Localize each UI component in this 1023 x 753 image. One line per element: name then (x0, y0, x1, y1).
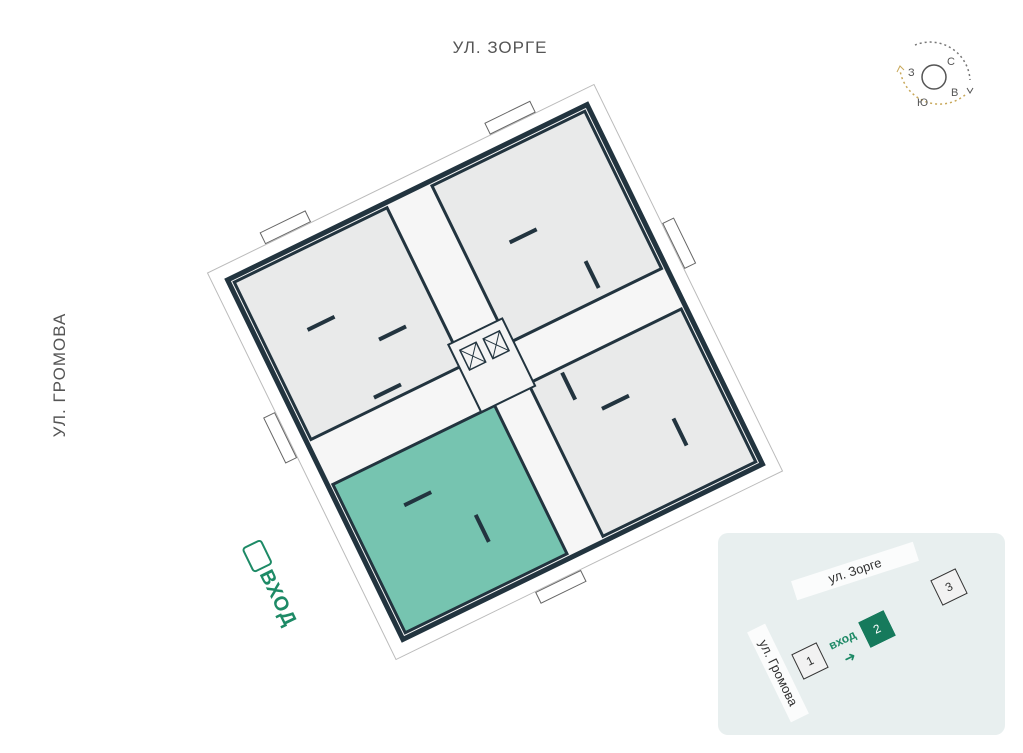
stair-core (446, 317, 537, 414)
compass-east: В (951, 87, 958, 99)
minimap-building-3[interactable]: 3 (930, 568, 968, 606)
apartment-bottom-right[interactable] (526, 306, 758, 539)
elevator-2 (482, 329, 511, 360)
arrow-cw-icon (966, 87, 974, 94)
terrace-outline (206, 83, 784, 661)
minimap-building-1[interactable]: 1 (791, 642, 829, 680)
apartment-top-left[interactable] (232, 205, 466, 442)
site-minimap: ул. Зорге ул. Громова 1 2 3 вход ➜ (718, 533, 1005, 735)
minimap-building-2[interactable]: 2 (858, 610, 896, 648)
street-label-top: УЛ. ЗОРГЕ (452, 38, 548, 57)
elevator-1 (458, 341, 487, 371)
arrow-right-icon: ➜ (840, 647, 859, 667)
compass-north: С (947, 56, 955, 68)
apartment-top-right[interactable] (429, 109, 664, 346)
minimap-street-zorge: ул. Зорге (791, 541, 919, 601)
compass-west: З (908, 67, 915, 79)
arrow-ccw-icon (896, 65, 905, 73)
apartment-bottom-left-selected[interactable] (330, 403, 570, 635)
compass: С В Ю З (896, 41, 974, 109)
minimap-entrance-label: вход (826, 627, 859, 653)
compass-south: Ю (917, 97, 928, 109)
